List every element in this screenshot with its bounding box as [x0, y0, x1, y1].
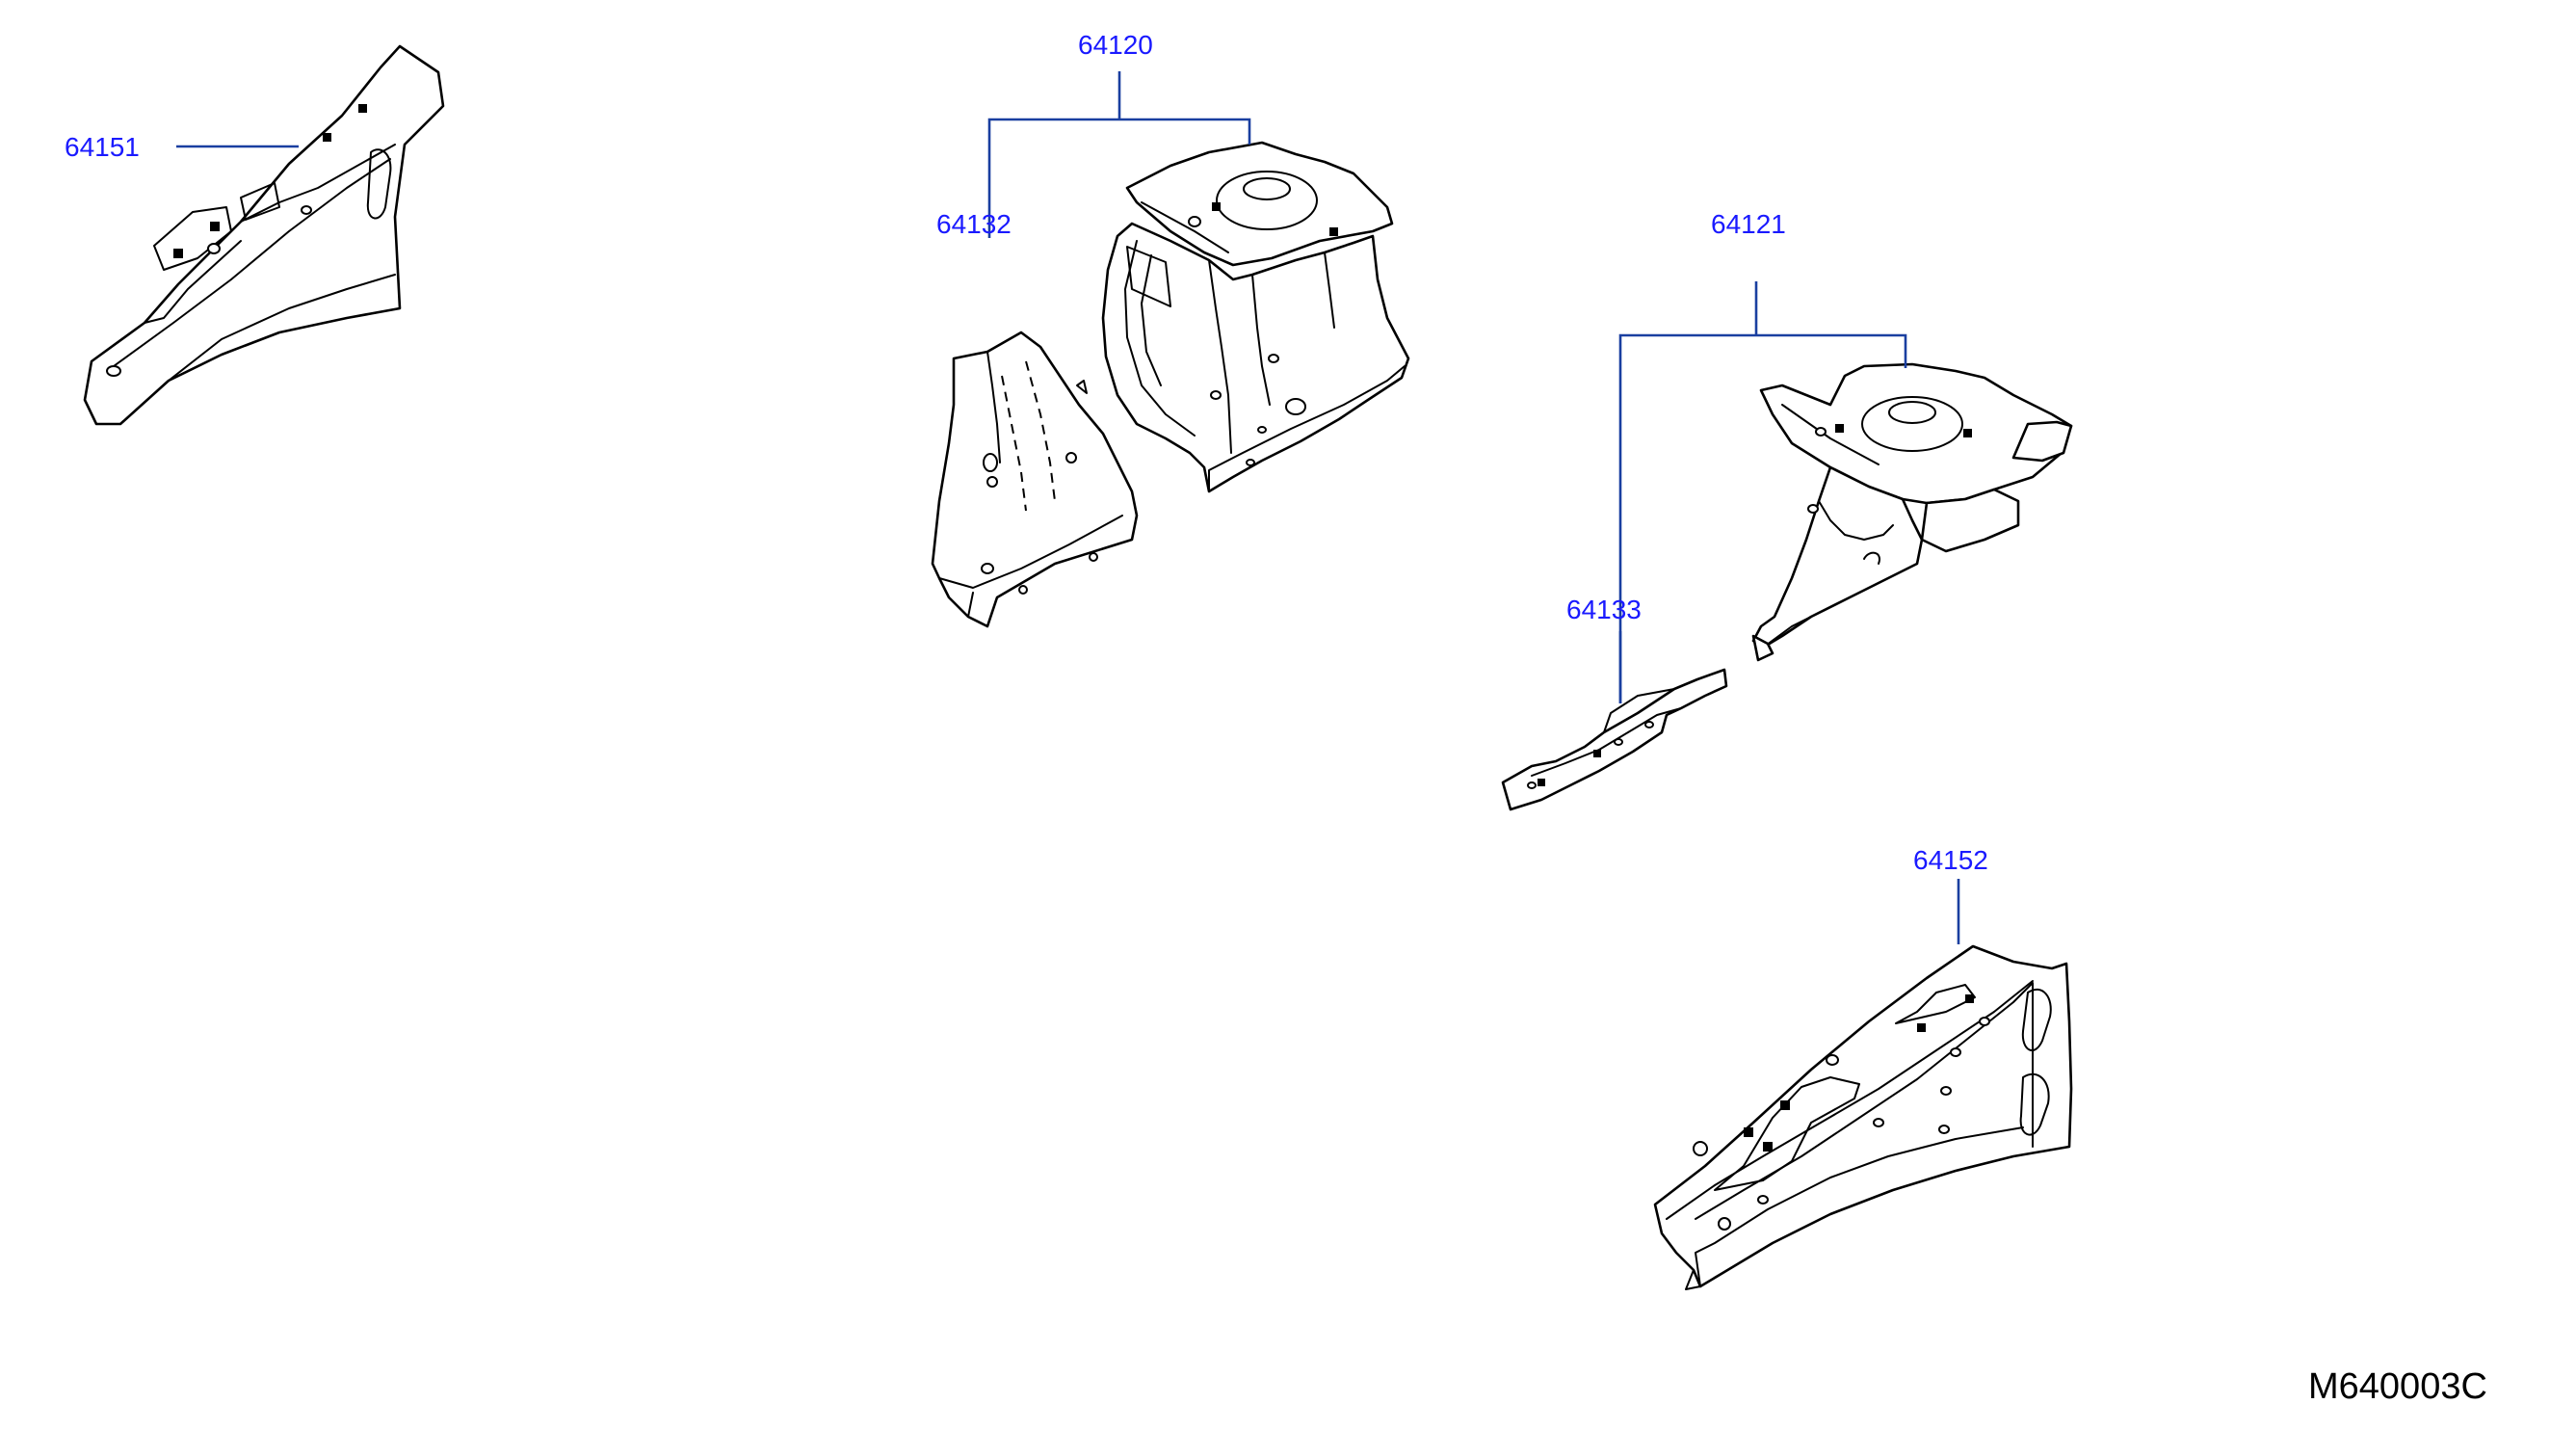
callout-64132: 64132	[936, 209, 1012, 239]
leader-64120	[987, 71, 1251, 238]
callout-64120: 64120	[1078, 30, 1153, 60]
part-64121-drawing	[1751, 362, 2073, 662]
callout-64133: 64133	[1566, 595, 1642, 624]
callout-64151: 64151	[65, 132, 140, 162]
part-64133-drawing	[1501, 668, 1728, 811]
leader-64121	[1618, 281, 1907, 703]
drawing-code: M640003C	[2308, 1366, 2487, 1407]
callout-64152: 64152	[1913, 845, 1988, 875]
part-64120-drawing	[1101, 141, 1410, 493]
part-64132-drawing	[931, 331, 1139, 628]
part-64152-drawing	[1653, 944, 2073, 1290]
part-64151-drawing	[83, 44, 445, 426]
callout-64121: 64121	[1711, 209, 1786, 239]
